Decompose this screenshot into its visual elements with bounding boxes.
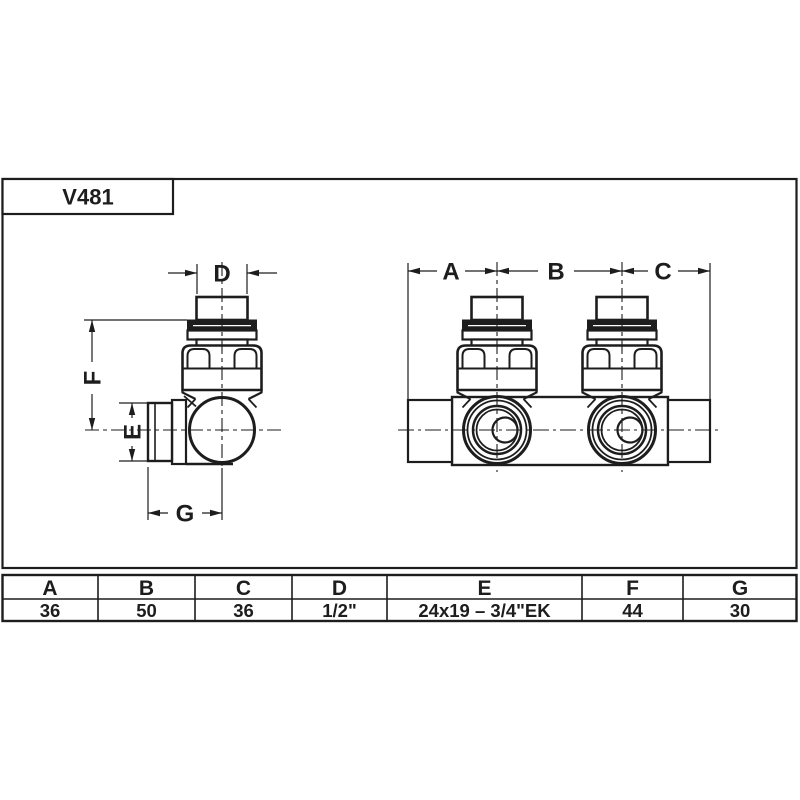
table-value-g: 30 — [730, 600, 751, 621]
table-header-e: E — [477, 577, 491, 600]
drawing-title: V481 — [62, 185, 113, 210]
dim-label-b: B — [547, 258, 564, 285]
dim-label-g: G — [176, 500, 195, 527]
dim-g: G — [147, 467, 223, 527]
table-header-g: G — [732, 577, 748, 600]
table-value-f: 44 — [622, 600, 643, 621]
front-view-right-end — [666, 398, 712, 464]
drawing-frame: V481 — [1, 177, 798, 570]
title-block-box — [1, 177, 175, 216]
table-header-a: A — [42, 577, 57, 600]
side-view-body-column — [170, 398, 188, 466]
dim-label-c: C — [654, 258, 671, 285]
table-header-d: D — [332, 577, 347, 600]
table-value-e: 24x19 – 3/4"EK — [418, 600, 551, 621]
front-view-left-end — [406, 398, 454, 464]
dim-label-e: E — [119, 424, 146, 440]
dim-e: E — [119, 402, 147, 462]
dim-f: F — [79, 319, 187, 430]
dimension-table: A B C D E F G 36 50 36 1/2" 24x19 – 3/4"… — [1, 573, 798, 623]
side-view: D F E G — [79, 260, 282, 527]
table-value-a: 36 — [40, 600, 61, 621]
front-view: A B C — [398, 258, 719, 472]
dim-a-b-c: A B C — [407, 258, 711, 399]
table-header-f: F — [626, 577, 639, 600]
table-header-c: C — [236, 577, 251, 600]
table-header-b: B — [139, 577, 154, 600]
dim-label-f: F — [79, 371, 106, 386]
side-view-port — [146, 401, 174, 463]
dim-label-a: A — [442, 258, 459, 285]
table-value-b: 50 — [136, 600, 157, 621]
table-value-c: 36 — [233, 600, 254, 621]
table-value-d: 1/2" — [322, 600, 357, 621]
